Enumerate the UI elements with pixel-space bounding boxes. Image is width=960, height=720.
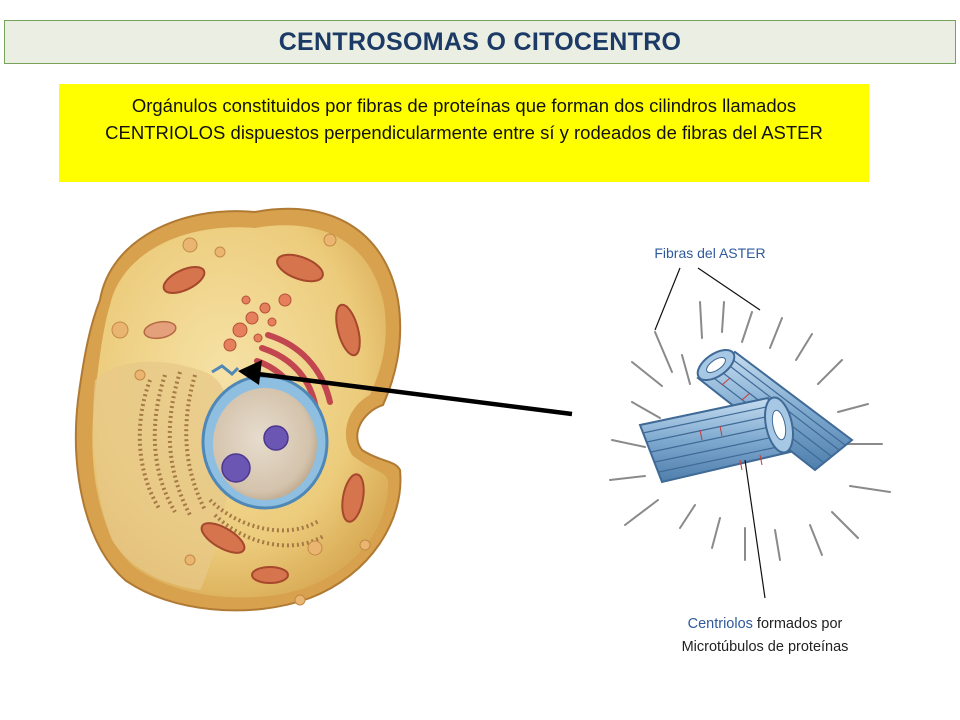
page-title: CENTROSOMAS O CITOCENTRO xyxy=(278,27,682,56)
centriole-diagram xyxy=(609,267,891,599)
title-bar: CENTROSOMAS O CITOCENTRO xyxy=(4,20,956,64)
centriolos-keyword: Centriolos xyxy=(687,616,753,632)
pointer-arrow xyxy=(238,360,573,417)
cell-illustration xyxy=(74,207,402,612)
mitochondria xyxy=(143,253,365,584)
nucleoli xyxy=(221,425,289,483)
centriolos-rest: formados por xyxy=(752,616,843,632)
centriolos-label: Centriolos formados por Microtúbulos de … xyxy=(630,613,900,659)
centriole-front xyxy=(638,396,794,484)
vesicles xyxy=(111,233,371,606)
golgi-vesicles xyxy=(223,293,292,352)
label-leaders xyxy=(654,267,766,599)
centrosome-in-cell xyxy=(211,364,240,377)
aster-fibers-label: Fibras del ASTER xyxy=(654,245,766,261)
description-box: Orgánulos constituidos por fibras de pro… xyxy=(59,84,869,182)
cutaway-face xyxy=(93,361,234,590)
aster-fibers xyxy=(609,301,891,561)
microtubulos-text: Microtúbulos de proteínas xyxy=(681,639,849,655)
endoplasmic-reticulum xyxy=(137,371,327,548)
